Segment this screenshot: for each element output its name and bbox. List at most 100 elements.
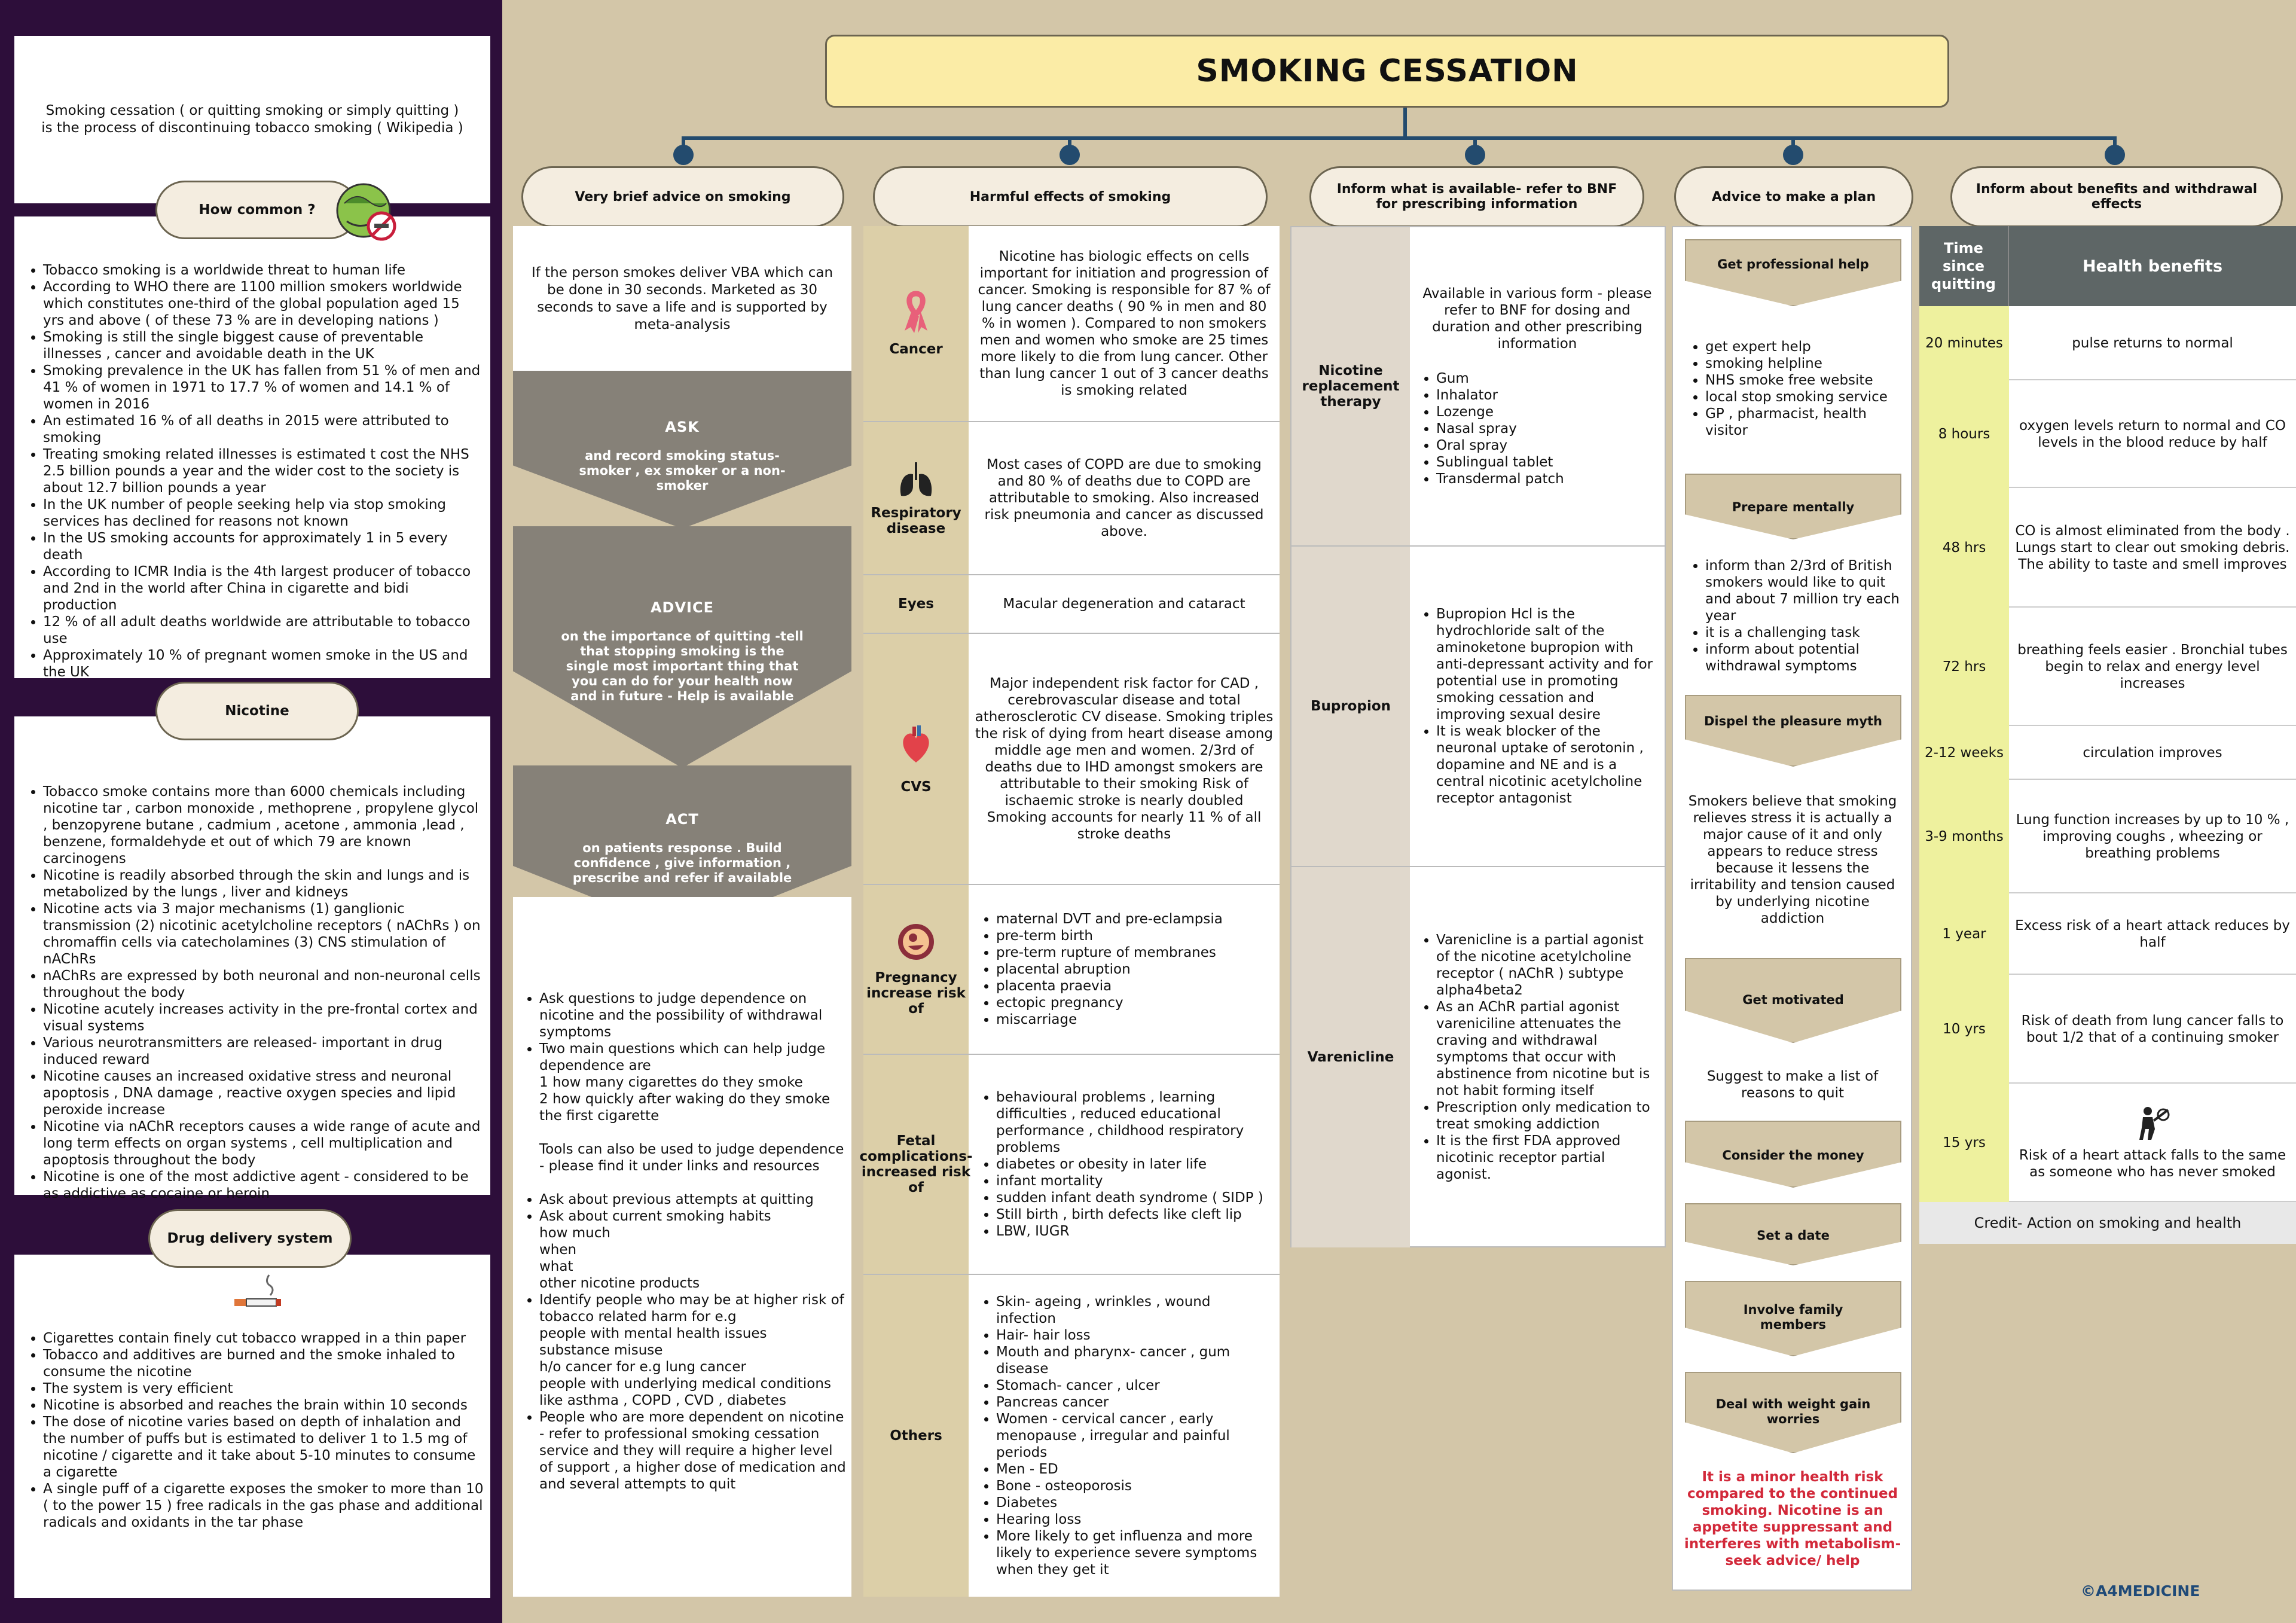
connector-node — [1783, 145, 1803, 165]
inform-heading: Inform what is available- refer to BNF f… — [1336, 182, 1617, 212]
fetal-label: Fetal complications- increased risk of — [859, 1133, 973, 1195]
nicotine-heading: Nicotine — [225, 703, 289, 719]
drug-delivery-list: Cigarettes contain finely cut tobacco wr… — [17, 1330, 486, 1531]
benefit-text: breathing feels easier . Bronchial tubes… — [2009, 608, 2296, 726]
plan-step-1-item: local stop smoking service — [1705, 389, 1906, 405]
others-item: Skin- ageing , wrinkles , wound infectio… — [996, 1293, 1274, 1327]
vba-detail-item: h/o cancer for e.g lung cancer — [539, 1359, 746, 1375]
vba-detail-item: people with underlying medical condition… — [539, 1376, 831, 1408]
nicotine-item: Nicotine causes an increased oxidative s… — [43, 1068, 486, 1118]
plan-step-prepare-mentally: Prepare mentally — [1685, 474, 1901, 539]
eyes-text-cell: Macular degeneration and cataract — [969, 575, 1280, 633]
definition-text: Smoking cessation ( or quitting smoking … — [41, 103, 463, 136]
nicotine-list: Tobacco smoke contains more than 6000 ch… — [17, 783, 486, 1202]
others-row: Others Skin- ageing , wrinkles , wound i… — [863, 1275, 1280, 1597]
fetal-item: infant mortality — [996, 1173, 1274, 1189]
others-item: Women - cervical cancer , early menopaus… — [996, 1411, 1274, 1461]
plan-step-4-text: Suggest to make a list of reasons to qui… — [1706, 1069, 1879, 1101]
benefit-text: Lung function increases by up to 10 % , … — [2009, 780, 2296, 893]
ask-step: ASK and record smoking status- smoker , … — [513, 371, 851, 529]
fetal-item: diabetes or obesity in later life — [996, 1156, 1274, 1173]
nrt-intro: Available in various form - please refer… — [1422, 286, 1652, 352]
plan-pill: Advice to make a plan — [1674, 166, 1913, 227]
benefits-col1-header: Time since quitting — [1919, 226, 2009, 306]
fetal-item: behavioural problems , learning difficul… — [996, 1089, 1274, 1156]
harmful-heading: Harmful effects of smoking — [969, 189, 1171, 205]
others-item: More likely to get influenza and more li… — [996, 1528, 1274, 1578]
vba-detail-item: people with mental health issues — [539, 1326, 767, 1341]
benefits-col2-header: Health benefits — [2082, 257, 2223, 276]
vba-details-panel: Ask questions to judge dependence on nic… — [513, 897, 851, 1597]
vba-detail-item: Two main questions which can help judge … — [539, 1041, 848, 1074]
drug-delivery-pill: Drug delivery system — [148, 1209, 352, 1268]
cancer-text: Nicotine has biologic effects on cells i… — [978, 249, 1271, 398]
nicotine-item: nAChRs are expressed by both neuronal an… — [43, 968, 486, 1001]
cancer-label: Cancer — [889, 341, 943, 357]
fetal-label-cell: Fetal complications- increased risk of — [859, 1055, 973, 1274]
benefit-time: 48 hrs — [1919, 488, 2009, 608]
benefits-heading: Inform about benefits and withdrawal eff… — [1976, 182, 2258, 212]
nrt-item: Nasal spray — [1436, 420, 1660, 437]
benefit-text: circulation improves — [2009, 726, 2296, 780]
respiratory-text-cell: Most cases of COPD are due to smoking an… — [969, 422, 1280, 574]
plan-step-1-item: smoking helpline — [1705, 355, 1906, 372]
benefits-credit: Credit- Action on smoking and health — [1919, 1202, 2296, 1244]
act-title: ACT — [665, 811, 699, 828]
nrt-label: Nicotine replacement therapy — [1302, 363, 1400, 410]
benefit-time: 3-9 months — [1919, 780, 2009, 893]
plan-step-2-list: inform than 2/3rd of British smokers wou… — [1679, 557, 1910, 675]
vba-pill: Very brief advice on smoking — [521, 166, 844, 227]
benefits-header-row: Time since quitting Health benefits — [1919, 226, 2296, 306]
benefit-time: 8 hours — [1919, 380, 2009, 488]
how-common-item: According to ICMR India is the 4th large… — [43, 563, 482, 614]
nrt-item: Transdermal patch — [1436, 471, 1660, 487]
vba-detail-item: when — [539, 1242, 577, 1258]
cancer-row: Cancer Nicotine has biologic effects on … — [863, 226, 1280, 422]
fetal-item: LBW, IUGR — [996, 1223, 1274, 1240]
vba-details-list: Ask questions to judge dependence on nic… — [513, 990, 848, 1493]
plan-step-set-date: Set a date — [1685, 1203, 1901, 1265]
how-common-item: Tobacco smoking is a worldwide threat to… — [43, 262, 482, 279]
plan-step-involve-family: Involve family members — [1685, 1281, 1901, 1356]
benefit-text-value: Lung function increases by up to 10 % , … — [2016, 812, 2289, 861]
nicotine-item: Various neurotransmitters are released- … — [43, 1035, 486, 1068]
others-text-cell: Skin- ageing , wrinkles , wound infectio… — [969, 1275, 1280, 1597]
varenicline-label: Varenicline — [1307, 1050, 1394, 1065]
drug-delivery-item: A single puff of a cigarette exposes the… — [43, 1481, 486, 1531]
plan-step-6-label: Set a date — [1757, 1228, 1830, 1243]
how-common-pill: How common ? — [155, 181, 359, 239]
benefit-time: 72 hrs — [1919, 608, 2009, 726]
pregnancy-text-cell: maternal DVT and pre-eclampsiapre-term b… — [969, 885, 1280, 1054]
vba-detail-item: 2 how quickly after waking do they smoke… — [539, 1091, 831, 1124]
drug-delivery-heading: Drug delivery system — [167, 1231, 333, 1246]
respiratory-row: Respiratory disease Most cases of COPD a… — [863, 422, 1280, 575]
cvs-label-cell: CVS — [863, 634, 969, 884]
definition-panel: Smoking cessation ( or quitting smoking … — [14, 36, 490, 203]
varenicline-label-cell: Varenicline — [1292, 867, 1410, 1247]
plan-step-dispel-myth: Dispel the pleasure myth — [1685, 695, 1901, 767]
plan-step-3-text: Smokers believe that smoking relieves st… — [1688, 794, 1897, 926]
benefit-text: oxygen levels return to normal and CO le… — [2009, 380, 2296, 488]
bupropion-label: Bupropion — [1310, 698, 1391, 714]
plan-step-1-item: get expert help — [1705, 338, 1906, 355]
varenicline-row: Varenicline Varenicline is a partial ago… — [1292, 867, 1665, 1247]
how-common-item: 12 % of all adult deaths worldwide are a… — [43, 614, 482, 647]
ask-text: and record smoking status- smoker , ex s… — [579, 449, 786, 493]
nicotine-item: Tobacco smoke contains more than 6000 ch… — [43, 783, 486, 867]
pregnancy-label: Pregnancy increase risk of — [866, 970, 966, 1017]
benefits-credit-text: Credit- Action on smoking and health — [1974, 1215, 2242, 1231]
benefit-time: 1 year — [1919, 893, 2009, 975]
pregnancy-item: miscarriage — [996, 1011, 1274, 1028]
others-item: Mouth and pharynx- cancer , gum disease — [996, 1344, 1274, 1377]
benefit-time: 20 minutes — [1919, 306, 2009, 380]
benefit-text: Risk of death from lung cancer falls to … — [2009, 975, 2296, 1084]
vba-detail-item: Ask questions to judge dependence on nic… — [539, 990, 848, 1041]
benefit-text-value: Risk of death from lung cancer falls to … — [2021, 1013, 2284, 1045]
advice-title: ADVICE — [650, 599, 714, 616]
connector-node — [1060, 145, 1080, 165]
ribbon-icon — [905, 291, 927, 333]
connector-node — [1465, 145, 1485, 165]
